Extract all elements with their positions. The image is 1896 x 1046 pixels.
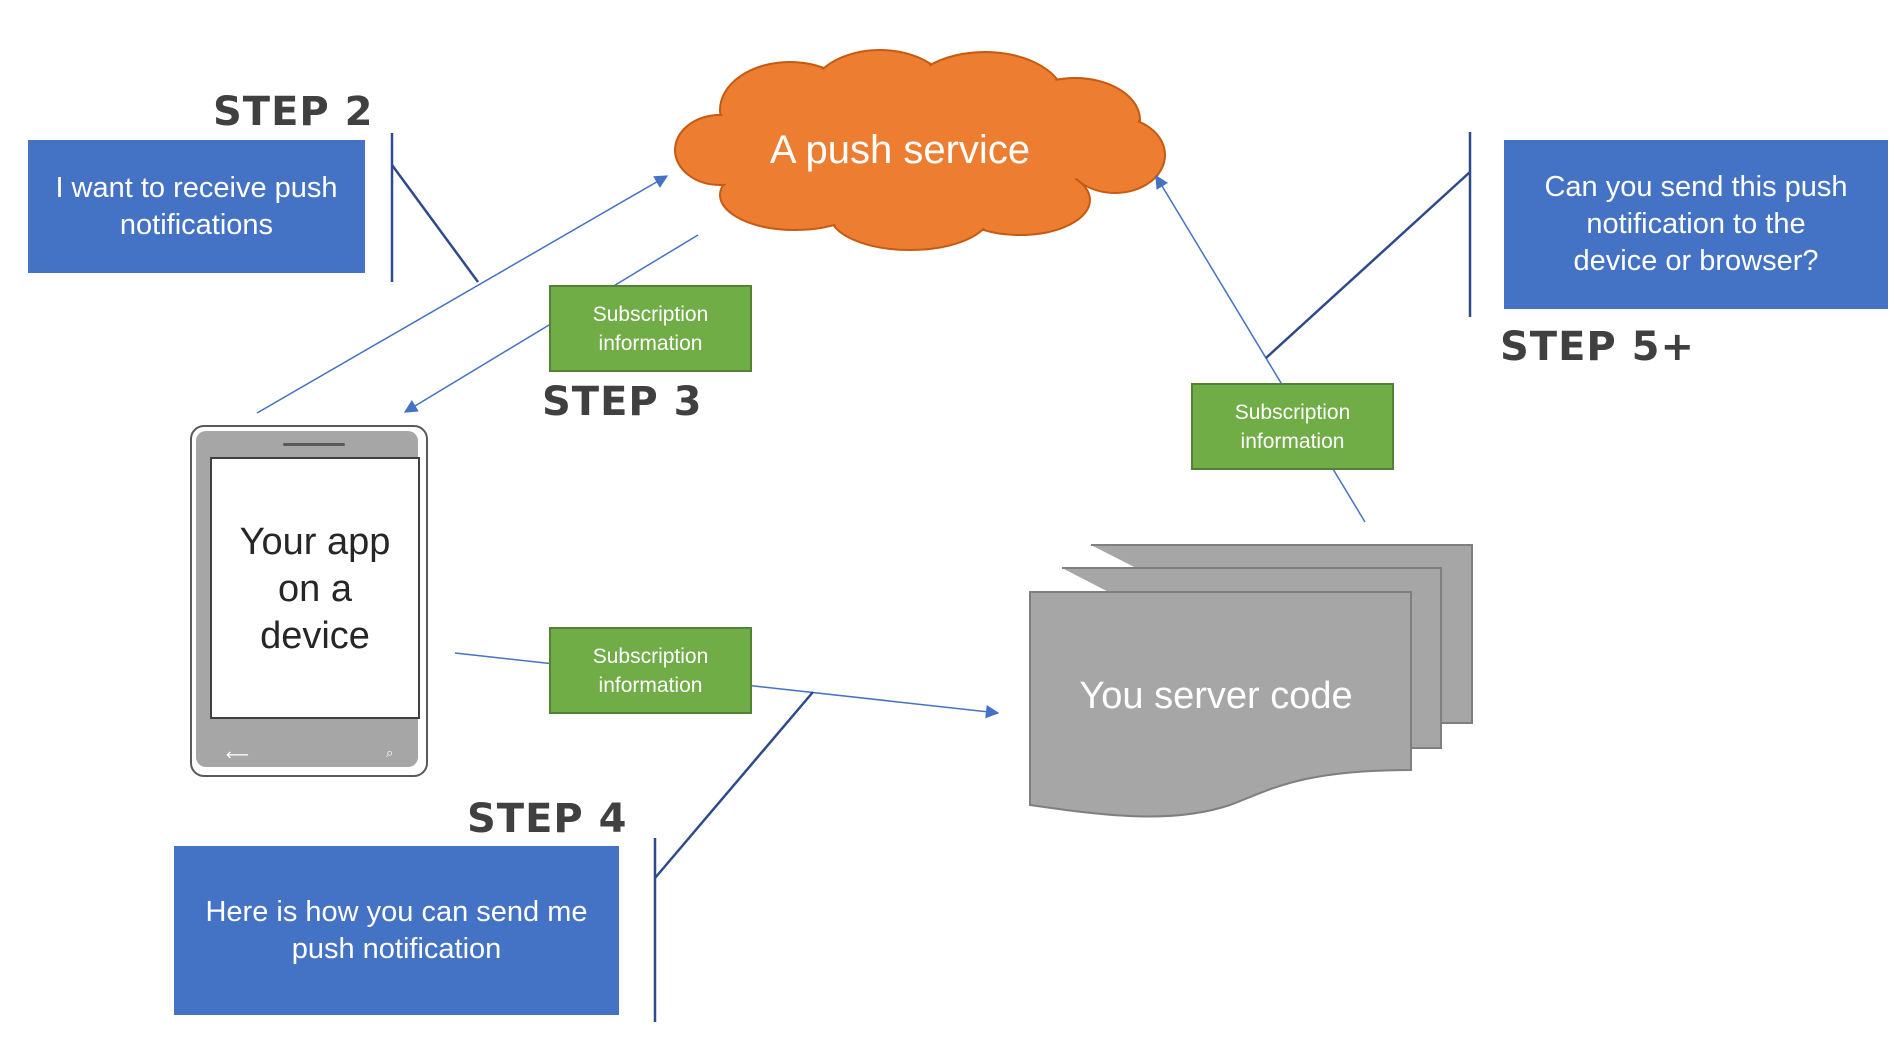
step-5-label: STEP 5+: [1500, 324, 1696, 370]
step-3-label: STEP 3: [542, 379, 703, 425]
step-4-callout: Here is how you can send me push notific…: [174, 846, 619, 1015]
server-documents: [1029, 544, 1473, 818]
push-service-label: A push service: [769, 128, 1031, 172]
phone-screen-text: Your app on a device: [212, 519, 418, 660]
phone-text-line-1: Your app: [239, 521, 391, 563]
back-arrow-icon: ⟵: [226, 745, 249, 764]
subscription-info-box-step-4: Subscription information: [549, 627, 752, 714]
step-4-label: STEP 4: [467, 796, 628, 842]
subscription-info-line-2: information: [598, 331, 703, 355]
step-5-callout-line-2: notification to the: [1586, 208, 1806, 240]
phone-speaker: [283, 443, 345, 446]
step-5-callout-line-3: device or browser?: [1573, 245, 1819, 277]
phone-bezel: Your app on a device ⟵ ⌕: [196, 431, 420, 767]
phone-text-line-2: on a: [278, 568, 352, 610]
device-phone: Your app on a device ⟵ ⌕: [190, 425, 428, 777]
server-code-label: You server code: [1079, 675, 1353, 717]
subscription-info-line-1: Subscription: [592, 302, 709, 326]
step-2-callout-line-1: I want to receive push: [55, 171, 338, 204]
phone-screen: Your app on a device: [210, 457, 420, 719]
subscription-info-box-step-3: Subscription information: [549, 285, 752, 372]
subscription-info-line-2: information: [1240, 429, 1345, 453]
step-5-callout-line-1: Can you send this push: [1544, 171, 1848, 203]
step-2-callout: I want to receive push notifications: [28, 140, 365, 273]
subscription-info-line-2: information: [598, 673, 703, 697]
callout-lines: [390, 132, 1472, 1022]
step-5-callout: Can you send this push notification to t…: [1504, 140, 1888, 309]
step-2-callout-line-2: notifications: [119, 208, 274, 241]
step-4-callout-line-1: Here is how you can send me: [205, 895, 588, 928]
step-2-label: STEP 2: [213, 89, 374, 135]
step-4-callout-line-2: push notification: [291, 932, 502, 965]
search-icon: ⌕: [386, 746, 394, 761]
subscription-info-line-1: Subscription: [592, 644, 709, 668]
subscription-info-box-step-5: Subscription information: [1191, 383, 1394, 470]
phone-text-line-3: device: [260, 615, 370, 657]
subscription-info-line-1: Subscription: [1234, 400, 1351, 424]
